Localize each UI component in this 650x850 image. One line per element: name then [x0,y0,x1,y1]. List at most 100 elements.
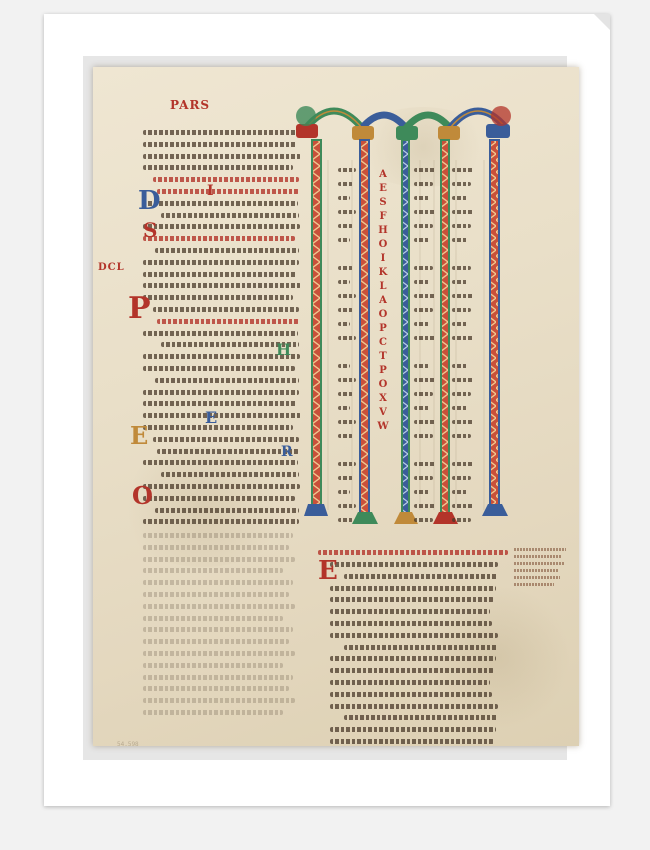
script-line [330,680,490,685]
script-line [330,585,496,591]
canon-number [338,224,353,228]
canon-number [338,210,356,214]
canon-number [452,336,474,340]
canon-number [338,462,356,466]
canon-letter: L [379,281,387,292]
margin-note-line [514,583,554,586]
script-line [143,425,293,430]
initial-S: S [143,218,158,242]
canon-number [414,238,430,242]
script-line [330,609,490,615]
script-line [330,691,492,697]
canon-letter: I [380,253,386,264]
script-line [143,651,295,656]
column-4 [440,139,450,517]
script-line [143,283,301,289]
script-line [143,366,295,371]
column-bases [304,504,508,524]
script-line [143,141,297,147]
script-line [143,354,300,360]
canon-number [414,224,433,228]
initial-I: I [207,183,214,199]
canon-number [338,266,353,270]
initial-E-left: E [130,421,149,450]
script-line [143,259,299,265]
canon-number [452,476,471,480]
script-line [143,401,297,407]
script-line [143,615,283,621]
script-line [330,668,494,674]
script-line [161,212,299,218]
script-line [143,710,283,715]
initial-R: R [281,444,293,460]
canon-letter: C [379,337,387,348]
mount-folded-corner [594,14,610,30]
canon-number [338,238,350,242]
canon-number [414,322,430,326]
canon-number [452,266,471,270]
script-line [330,621,492,626]
canon-letter: X [379,393,387,404]
canon-number [338,294,356,298]
canon-number [338,308,353,312]
canon-number [338,518,353,522]
column-1 [311,139,322,511]
initial-E-small: E [205,408,218,427]
canon-number [338,490,350,494]
canon-table-arcade [296,106,511,524]
margin-note-line [514,569,558,572]
script-line [143,330,298,336]
canon-number [452,210,474,214]
script-line [330,632,498,638]
canon-number [414,168,436,172]
script-line [143,627,293,633]
script-line [161,342,299,348]
script-line [155,248,299,253]
canon-number [452,224,471,228]
column-3 [401,139,410,517]
canon-letter: O [378,239,388,250]
canon-letter: T [379,351,387,362]
rubric-line [318,550,508,555]
canon-number [338,392,353,396]
canon-number [338,434,353,438]
canon-number [338,504,356,508]
canon-letter: S [379,197,387,208]
canon-number [414,266,433,270]
script-line [143,603,295,609]
canon-number [452,420,474,424]
script-line [344,644,498,650]
canon-number [414,490,430,494]
script-line [143,686,289,692]
script-line [143,592,289,597]
canon-number [414,392,433,396]
canon-number [338,182,353,186]
canon-number [338,280,350,284]
canon-letter: E [379,183,387,194]
canon-number [338,476,353,480]
canon-number [452,490,468,494]
script-line [153,307,299,312]
script-line [330,727,496,733]
script-line [330,597,494,603]
script-line [155,507,299,513]
canon-number [452,378,474,382]
script-line [153,436,299,442]
canon-number [414,406,430,410]
script-line [143,460,298,466]
initial-H: H [276,340,292,359]
script-line [143,556,295,562]
canon-number [414,294,436,298]
canon-number [452,182,471,186]
canon-letter: W [377,421,389,432]
script-line [143,533,293,538]
initial-E-lower: E [318,556,338,586]
canon-number [452,462,474,466]
canon-number [452,308,471,312]
script-line [143,639,289,645]
canon-letter: H [378,225,388,236]
canon-number [452,322,468,326]
script-line [161,472,299,478]
canon-letter: O [378,309,388,320]
